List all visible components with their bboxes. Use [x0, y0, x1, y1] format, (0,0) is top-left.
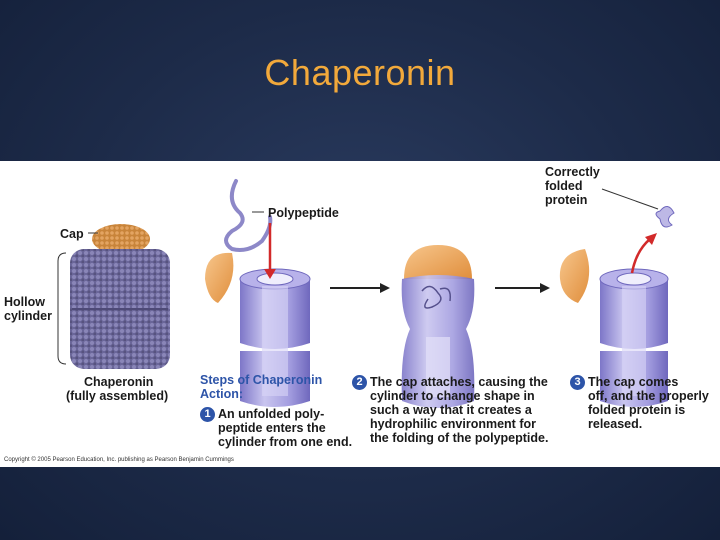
- step3-illustration: [559, 188, 675, 407]
- step2-cap: [404, 245, 472, 279]
- step-3-line: off, and the properly: [588, 389, 709, 403]
- chaperonin-caption-line2: (fully assembled): [66, 389, 169, 403]
- step-3-text: 3 The cap comes off, and the properly fo…: [570, 375, 709, 431]
- chaperonin-model: [70, 224, 170, 369]
- step-1-line: An unfolded poly-: [218, 407, 325, 421]
- step-3-line: The cap comes: [588, 375, 679, 389]
- folded-protein: [655, 206, 675, 228]
- step-3-line: folded protein is: [588, 403, 686, 417]
- step3-cap: [559, 249, 590, 303]
- step-1-line: cylinder from one end.: [218, 435, 353, 449]
- folding-protein: [421, 285, 452, 309]
- step3-release-arrow: [630, 238, 651, 274]
- hollow-cylinder-bracket: [57, 252, 67, 365]
- step-2-line: such a way that it creates a: [370, 403, 532, 417]
- chaperonin-figure: Cap Hollow cylinder Polypeptide Correctl…: [0, 161, 720, 467]
- polypeptide-strand: [224, 179, 273, 252]
- step1-illustration: [205, 179, 311, 407]
- model-cap: [92, 224, 150, 254]
- correctly-folded-label-line3: protein: [545, 193, 588, 207]
- step-2-line: cylinder to change shape in: [370, 389, 535, 403]
- steps-heading-line1: Steps of Chaperonin: [200, 373, 323, 387]
- step1-cap: [205, 252, 234, 303]
- step-1-text: 1 An unfolded poly- peptide enters the c…: [200, 407, 352, 449]
- step-2-line: hydrophilic environment for: [370, 417, 536, 431]
- chaperonin-caption-line1: Chaperonin: [84, 375, 154, 389]
- figure-illustration: [57, 179, 675, 408]
- step-2-text: 2 The cap attaches, causing the cylinder…: [352, 375, 548, 445]
- step-2-line: The cap attaches, causing the: [370, 375, 548, 389]
- step-2-line: the folding of the polypeptide.: [370, 431, 549, 445]
- step-3-badge: 3: [570, 375, 585, 390]
- slide-title: Chaperonin: [264, 52, 456, 93]
- copyright-notice: Copyright © 2005 Pearson Education, Inc.…: [4, 457, 234, 463]
- hollow-cylinder-label-line2: cylinder: [4, 309, 52, 323]
- correctly-folded-label-line1: Correctly: [545, 165, 600, 179]
- step-1-line: peptide enters the: [218, 421, 326, 435]
- step2-illustration: [401, 245, 475, 408]
- step-3-line: released.: [588, 417, 643, 431]
- polypeptide-label: Polypeptide: [268, 206, 339, 220]
- steps-heading-line2: Action:: [200, 387, 244, 401]
- correctly-folded-label-line2: folded: [545, 179, 583, 193]
- step-1-badge: 1: [200, 407, 215, 422]
- cap-label: Cap: [60, 227, 84, 241]
- hollow-cylinder-label-line1: Hollow: [4, 295, 45, 309]
- folded-protein-leader-line: [601, 188, 659, 210]
- step-2-badge: 2: [352, 375, 367, 390]
